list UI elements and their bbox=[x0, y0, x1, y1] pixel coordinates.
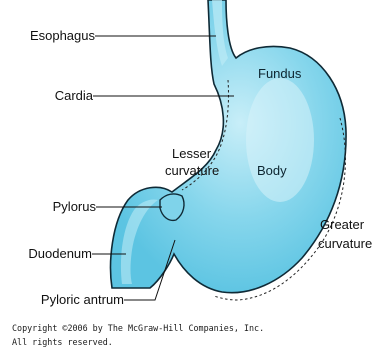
pyloric-sphincter bbox=[160, 194, 184, 220]
lesser-curvature-label-line1: Lesser bbox=[172, 146, 212, 161]
lesser-curvature-label-line2: curvature bbox=[165, 163, 219, 178]
greater-curvature-label-line2: curvature bbox=[318, 236, 372, 251]
esophagus-label: Esophagus bbox=[30, 28, 96, 43]
pyloric-antrum-label: Pyloric antrum bbox=[41, 292, 124, 307]
body-label: Body bbox=[257, 163, 287, 178]
duodenum-label: Duodenum bbox=[28, 246, 92, 261]
copyright-line2: All rights reserved. bbox=[12, 337, 113, 347]
copyright-line1: Copyright ©2006 by The McGraw-Hill Compa… bbox=[12, 323, 264, 333]
stomach-organ bbox=[111, 0, 346, 293]
greater-curvature-label-line1: Greater bbox=[320, 217, 365, 232]
copyright-notice: Copyright ©2006 by The McGraw-Hill Compa… bbox=[12, 323, 264, 347]
pylorus-label: Pylorus bbox=[53, 199, 97, 214]
cardia-label: Cardia bbox=[55, 88, 94, 103]
body-highlight bbox=[246, 78, 314, 202]
fundus-label: Fundus bbox=[258, 66, 302, 81]
